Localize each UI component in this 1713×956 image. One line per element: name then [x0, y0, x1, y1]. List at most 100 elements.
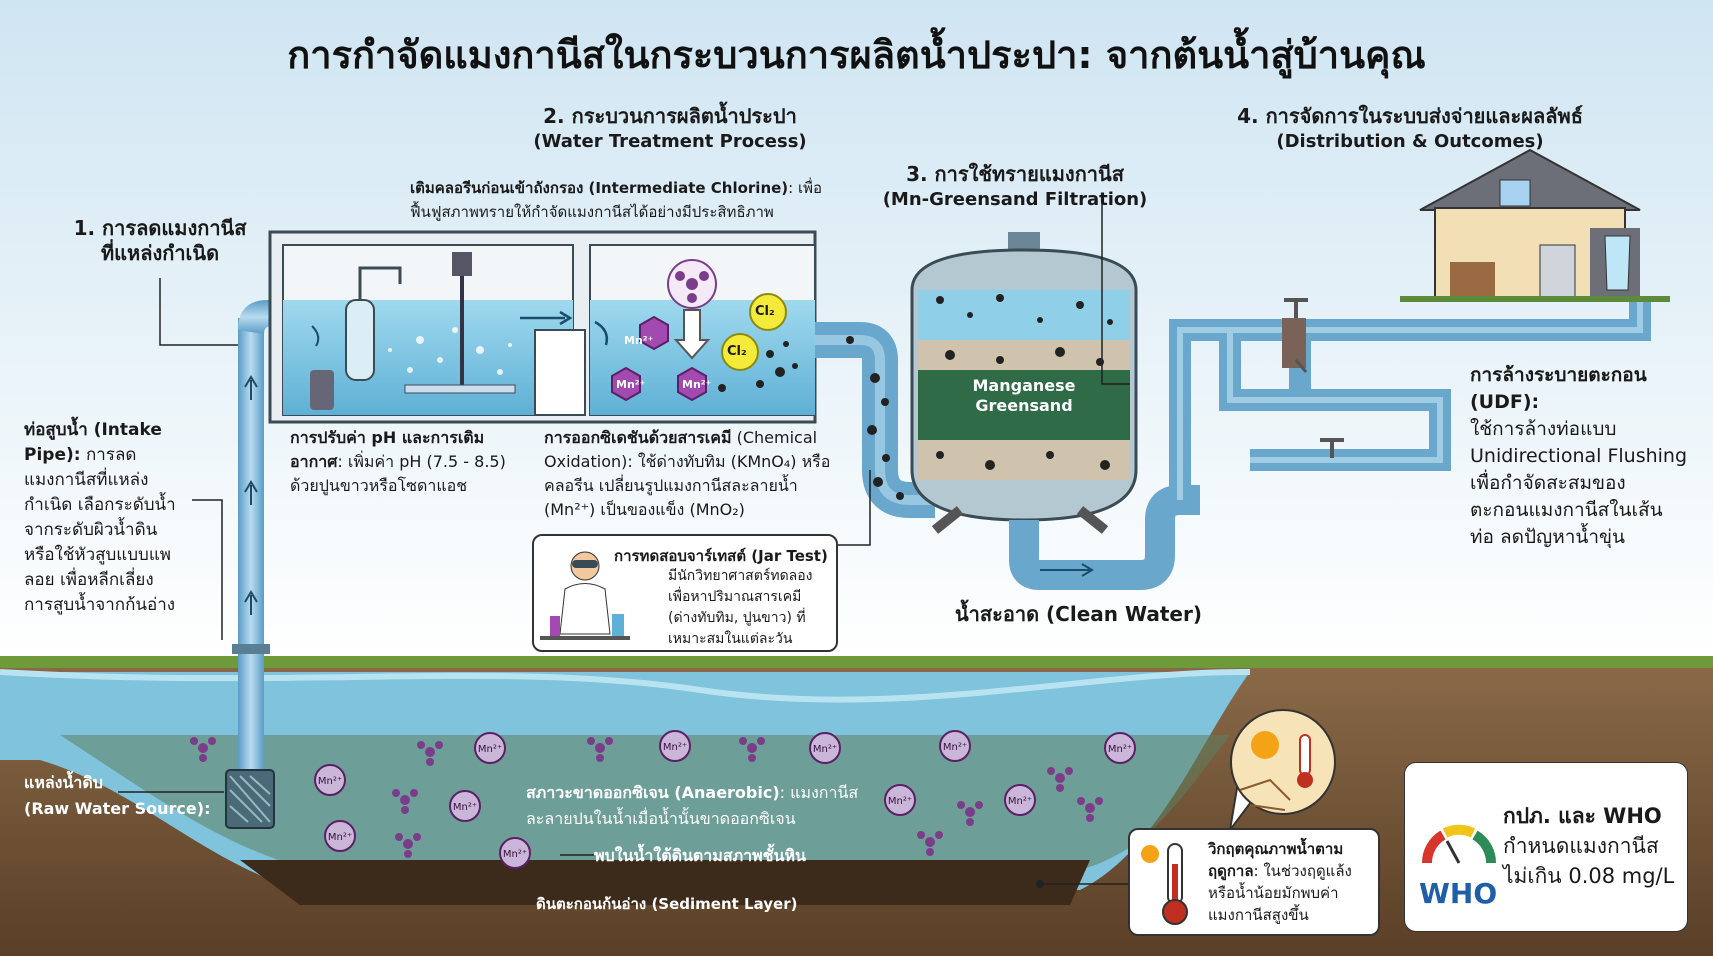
molecule-icon: [975, 801, 983, 809]
mn-ion-label: Mn²⁺: [478, 744, 502, 755]
who-logo: WHO: [1419, 877, 1498, 910]
molecule-icon: [965, 807, 975, 817]
mn-ion-icon: [1004, 784, 1036, 816]
molecule-icon: [1077, 797, 1085, 805]
molecule-icon: [395, 833, 403, 841]
filter-top-valve: [1008, 232, 1040, 252]
mn-ion-icon: [884, 784, 916, 816]
seasonal-text: วิกฤตคุณภาพน้ำตาม ฤดูกาล: ในช่วงฤดูแล้ง …: [1208, 840, 1352, 924]
section3-heading: 3. การใช้ทรายแมงกานีส(Mn-Greensand Filtr…: [882, 162, 1148, 210]
raw-water-label: แหล่งน้ำดิบ(Raw Water Source):: [24, 773, 211, 818]
molecule-icon: [208, 737, 216, 745]
who-standard-box: WHO กปภ. และ WHO กำหนดแมงกานีส ไม่เกิน 0…: [1404, 762, 1688, 932]
molecule-icon: [1095, 797, 1103, 805]
molecule-icon: [401, 806, 409, 814]
gauge-icon: [1421, 824, 1497, 864]
mn-ion-label: Mn²⁺: [663, 742, 687, 753]
molecule-icon: [403, 839, 413, 849]
seasonal-box: วิกฤตคุณภาพน้ำตาม ฤดูกาล: ในช่วงฤดูแล้ง …: [1128, 828, 1380, 936]
chlorine-note: เติมคลอรีนก่อนเข้าถังกรอง (Intermediate …: [410, 179, 823, 221]
mn-ion-label: Mn²⁺: [616, 378, 646, 391]
mn-ion-icon: [939, 730, 971, 762]
grass-strip: [0, 656, 1713, 668]
mn-ion-label: Mn²⁺: [503, 849, 527, 860]
intake-pipe-note: ท่อสูบน้ำ (Intake Pipe): การลด แมงกานีสท…: [24, 420, 176, 615]
clean-water-label: น้ำสะอาด (Clean Water): [955, 602, 1202, 626]
molecule-icon: [190, 737, 198, 745]
udf-note: การล้างระบายตะกอน(UDF): ใช้การล้างท่อแบบ…: [1470, 364, 1688, 548]
oxidation-note: การออกซิเดชันด้วยสารเคมี (Chemical Oxida…: [544, 428, 831, 519]
molecule-icon: [925, 837, 935, 847]
reservoir-ions: Mn²⁺ Mn²⁺ Mn²⁺ Mn²⁺ Mn²⁺ Mn²⁺ Mn²⁺ Mn²⁺ Mn²⁺ Mn²⁺…: [190, 730, 1136, 869]
molecule-icon: [926, 848, 934, 856]
molecule-icon: [739, 737, 747, 745]
mn-ion-icon: [499, 837, 531, 869]
mn-ion-label: Mn²⁺: [453, 802, 477, 813]
molecule-icon: [199, 754, 207, 762]
clean-water-pipe: [1009, 485, 1200, 590]
molecule-icon: [966, 818, 974, 826]
anaerobic-note: สภาวะขาดออกซิเจน (Anaerobic): แมงกานีส ล…: [526, 783, 859, 828]
mn-ion-icon: [474, 732, 506, 764]
mn-ion-label: Mn²⁺: [318, 776, 342, 787]
flushing-valve: [1282, 318, 1306, 368]
mn-ion-label: Mn²⁺: [813, 744, 837, 755]
molecule-icon: [413, 833, 421, 841]
groundwater-note: พบในน้ำใต้ดินตามสภาพชั้นหิน: [594, 846, 806, 865]
water-glass-icon: [1604, 235, 1631, 291]
mn-ion-label: Mn²⁺: [943, 742, 967, 753]
mn-ion-label: Mn²⁺: [682, 378, 712, 391]
molecule-icon: [198, 743, 208, 753]
ph-note: การปรับค่า pH และการเติม อากาศ: เพิ่มค่า…: [290, 428, 506, 495]
mn-ion-label: Mn²⁺: [1008, 796, 1032, 807]
mn-ion-icon: [659, 730, 691, 762]
molecule-icon: [1056, 784, 1064, 792]
molecule-icon: [392, 789, 400, 797]
mn-ion-label: Mn²⁺: [888, 796, 912, 807]
cl-ion-label: Cl₂: [755, 304, 775, 319]
down-arrow-icon: [673, 309, 711, 360]
molecule-icon: [400, 795, 410, 805]
mn-ion-icon: [324, 820, 356, 852]
molecule-icon: [1055, 773, 1065, 783]
molecule-icon: [917, 831, 925, 839]
who-text: กปภ. และ WHO กำหนดแมงกานีส ไม่เกิน 0.08 …: [1503, 804, 1675, 888]
leader-line: [1101, 200, 1130, 385]
chlorine-molecule-icon: [721, 333, 759, 371]
jar-test-text: มีนักวิทยาศาสตร์ทดลองเพื่อหาปริมาณสารเคม…: [668, 568, 813, 647]
mn-ion-icon: [1104, 732, 1136, 764]
greensand-layer: [918, 370, 1130, 440]
chlorine-molecule-icon: [749, 293, 787, 331]
mn-ion-label: Mn²⁺: [1108, 744, 1132, 755]
molecule-icon: [595, 743, 605, 753]
molecule-icon: [757, 737, 765, 745]
sediment-layer: [240, 860, 1090, 905]
mn-ion-icon: [314, 764, 346, 796]
mn-ion-hex: [639, 315, 669, 351]
molecule-icon: [957, 801, 965, 809]
molecule-icon: [747, 743, 757, 753]
leader-line: [159, 278, 238, 346]
section2-heading: 2. กระบวนการผลิตน้ำประปา(Water Treatment…: [533, 104, 807, 152]
molecule-icon: [587, 737, 595, 745]
scientist-icon: [540, 551, 630, 640]
molecule-icon: [605, 737, 613, 745]
jar-test-title: การทดสอบจาร์เทสต์ (Jar Test): [614, 547, 828, 565]
molecule-icon: [1086, 814, 1094, 822]
house-icon: [1400, 148, 1670, 302]
mn-ion-icon: [809, 732, 841, 764]
molecule-icon: [1047, 767, 1055, 775]
mn-ion-label: Mn²⁺: [328, 832, 352, 843]
thermometer-icon: [1141, 843, 1188, 925]
molecule-icon: [426, 758, 434, 766]
section1-heading: 1. การลดแมงกานีสที่แหล่งกำเนิด: [73, 216, 247, 265]
molecule-icon: [1085, 803, 1095, 813]
mn-ion-icon: [449, 790, 481, 822]
drought-bubble-icon: [1229, 709, 1336, 831]
molecule-icon: [435, 741, 443, 749]
section4-heading: 4. การจัดการในระบบส่งจ่ายและผลลัพธ์(Dist…: [1237, 104, 1583, 152]
molecule-icon: [404, 850, 412, 858]
sediment-label: ดินตะกอนก้นอ่าง (Sediment Layer): [536, 895, 798, 913]
molecule-icon: [1065, 767, 1073, 775]
